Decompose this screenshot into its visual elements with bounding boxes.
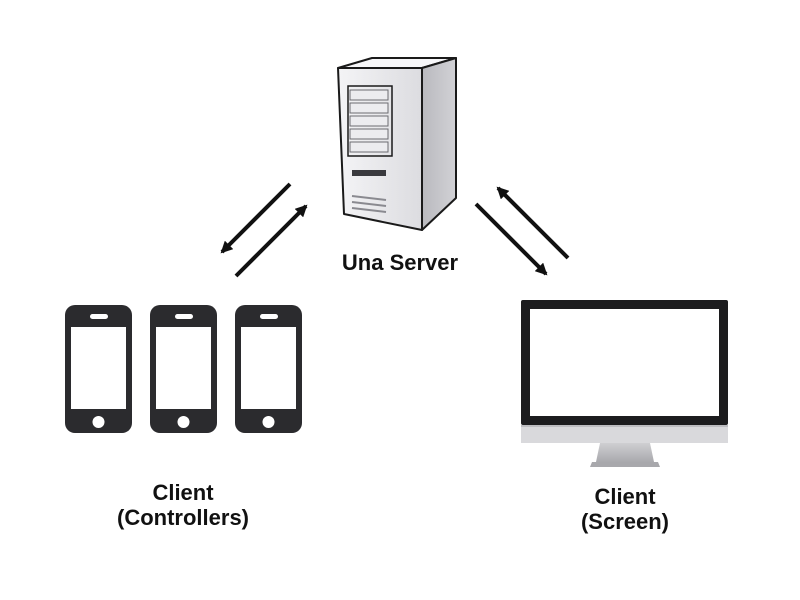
arrow-screen-to-server bbox=[496, 186, 570, 260]
arrow-server-to-screen bbox=[474, 202, 548, 276]
controllers-label: Client (Controllers) bbox=[83, 480, 283, 530]
smartphone-icon bbox=[150, 305, 217, 433]
smartphone-icon bbox=[65, 305, 132, 433]
screen-label-line2: (Screen) bbox=[580, 509, 670, 534]
connection-server-screen bbox=[474, 186, 570, 276]
desktop-monitor-icon bbox=[521, 300, 728, 467]
arrow-controllers-to-server bbox=[234, 204, 308, 278]
arrow-server-to-controllers bbox=[220, 182, 292, 254]
controllers-label-line2: (Controllers) bbox=[117, 505, 249, 530]
controllers-label-line1: Client bbox=[152, 480, 214, 505]
server-tower-icon bbox=[337, 57, 457, 231]
connection-controllers-server bbox=[220, 182, 308, 278]
server-label: Una Server bbox=[300, 250, 500, 275]
smartphone-icon bbox=[235, 305, 302, 433]
screen-label-line1: Client bbox=[594, 484, 656, 509]
screen-label: Client (Screen) bbox=[525, 484, 725, 534]
server-label-text: Una Server bbox=[341, 250, 459, 275]
